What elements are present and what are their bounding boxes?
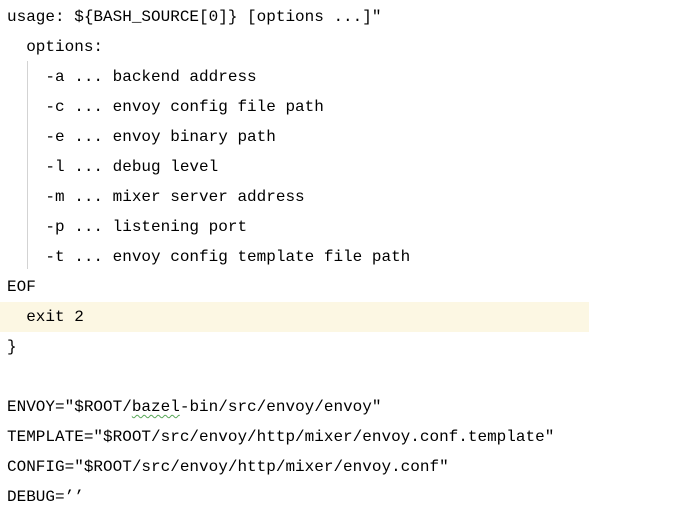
code-line[interactable]: EOF [7, 278, 36, 296]
code-line[interactable]: CONFIG=″$ROOT/src/envoy/http/mixer/envoy… [7, 458, 449, 476]
code-line[interactable]: -a ... backend address [7, 68, 257, 86]
code-line[interactable]: -c ... envoy config file path [7, 98, 324, 116]
indent-guide [27, 61, 28, 269]
code-line[interactable]: TEMPLATE=″$ROOT/src/envoy/http/mixer/env… [7, 428, 555, 446]
code-line[interactable]: -m ... mixer server address [7, 188, 305, 206]
code-line[interactable]: -e ... envoy binary path [7, 128, 276, 146]
code-line[interactable]: -t ... envoy config template file path [7, 248, 411, 266]
code-line[interactable]: DEBUG=’’ [7, 488, 84, 506]
code-line[interactable]: ENVOY=″$ROOT/bazel-bin/src/envoy/envoy″ [7, 398, 382, 416]
code-lines: usage: ${BASH_SOURCE[0]} [options ...]″ … [0, 2, 673, 512]
code-line[interactable] [0, 362, 673, 392]
code-line[interactable]: options: [7, 38, 104, 56]
code-line[interactable]: -p ... listening port [7, 218, 248, 236]
misspelled-word[interactable]: bazel [131, 398, 180, 416]
code-line[interactable]: -l ... debug level [7, 158, 219, 176]
code-line[interactable]: } [7, 338, 17, 356]
code-line[interactable]: usage: ${BASH_SOURCE[0]} [options ...]″ [7, 8, 382, 26]
code-line-current[interactable]: exit 2 [0, 302, 589, 332]
